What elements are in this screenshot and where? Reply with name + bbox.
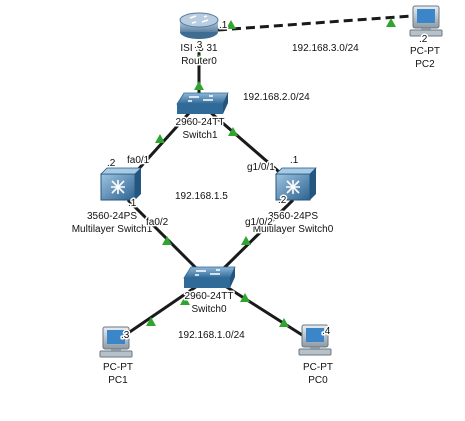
device-pc0[interactable]: PC-PT PC0 — [298, 324, 335, 388]
mls1-sub-ip-label: .1 — [128, 198, 137, 209]
switch0-model-label: 2960-24TT — [185, 291, 234, 302]
pc0-name-label: PC0 — [308, 375, 328, 386]
pc-icon — [298, 324, 332, 356]
mls1-model-label: 3560-24PS — [87, 211, 137, 222]
mls0-vlan-ip-label: .1 — [290, 155, 299, 166]
link-up-indicator — [155, 134, 165, 143]
link-up-indicator — [241, 236, 251, 245]
device-router0[interactable]: ISI .3 31 Router0 — [179, 12, 220, 69]
pc-icon — [99, 326, 133, 358]
mls0-g101-label: g1/0/1 — [247, 162, 275, 173]
pc1-name-label: PC1 — [108, 375, 128, 386]
interface-labels: .1 .3 .2 fa0/1 .2 fa0/2 .1 g1/0/1 .1 g1/… — [106, 19, 430, 343]
router0-pc2-ip-label: .1 — [219, 20, 228, 31]
switch0-name-label: Switch0 — [191, 304, 226, 315]
link-switch0-pc1[interactable] — [117, 282, 201, 342]
device-pc1[interactable]: PC-PT PC1 — [99, 326, 135, 388]
pc0-model-label: PC-PT — [303, 362, 333, 373]
pc0-ip-label: .4 — [322, 326, 331, 337]
router0-model-label: ISI .3 31 — [180, 43, 218, 54]
link-up-indicator — [194, 54, 204, 63]
pc-icon — [409, 5, 443, 37]
link-up-indicator — [240, 293, 250, 302]
device-switch0[interactable]: 2960-24TT Switch0 — [183, 266, 236, 317]
multilayer-switch-icon — [100, 167, 142, 201]
mls0-g102-label: g1/0/2 — [245, 217, 273, 228]
link-up-indicator — [279, 318, 289, 327]
network-middle-label: 192.168.1.5 — [175, 191, 228, 202]
mls0-model-label: 3560-24PS — [268, 211, 318, 222]
link-up-indicator — [386, 18, 396, 27]
link-up-indicator — [180, 296, 190, 305]
mls1-name-label: Multilayer Switch1 — [72, 224, 153, 235]
router0-name-label: Router0 — [181, 56, 217, 67]
device-mls1[interactable]: 3560-24PS Multilayer Switch1 — [70, 167, 154, 237]
mls1-vlan-ip-label: .2 — [107, 158, 116, 169]
mls1-fa01-label: fa0/1 — [127, 155, 150, 166]
link-up-indicator — [162, 236, 172, 245]
pc2-name-label: PC2 — [415, 59, 435, 70]
links-layer — [117, 14, 413, 342]
switch-icon — [183, 266, 236, 288]
device-pc2[interactable]: PC-PT PC2 — [409, 5, 443, 72]
link-mls0-switch0[interactable] — [218, 198, 295, 274]
link-up-indicator — [146, 317, 156, 326]
multilayer-switch-icon — [275, 167, 317, 201]
link-status-layer — [146, 18, 396, 327]
switch1-model-label: 2960-24TT — [176, 117, 225, 128]
pc2-model-label: PC-PT — [410, 46, 440, 57]
network-labels: 192.168.3.0/24 192.168.2.0/24 192.168.1.… — [174, 42, 361, 343]
link-switch0-pc0[interactable] — [221, 282, 311, 342]
pc1-model-label: PC-PT — [103, 362, 133, 373]
mls0-name-label: Multilayer Switch0 — [253, 224, 334, 235]
mls1-fa02-label: fa0/2 — [146, 217, 169, 228]
pc1-ip-label: .3 — [121, 330, 130, 341]
router-icon — [179, 12, 219, 39]
network-wan-label: 192.168.3.0/24 — [292, 43, 359, 54]
link-up-indicator — [226, 20, 236, 29]
mls0-sub-ip-label: .2 — [278, 195, 287, 206]
switch1-name-label: Switch1 — [182, 130, 217, 141]
link-up-indicator — [228, 127, 238, 136]
network-upper-label: 192.168.2.0/24 — [243, 92, 310, 103]
link-router0-pc2[interactable] — [217, 14, 413, 32]
router0-switch1-ip-label: .3 — [194, 40, 203, 51]
pc2-ip-label: .2 — [419, 34, 428, 45]
link-mls1-switch0[interactable] — [126, 198, 202, 274]
device-switch1[interactable]: 2960-24TT Switch1 — [174, 92, 229, 143]
network-lan-label: 192.168.1.0/24 — [178, 330, 245, 341]
device-mls0[interactable]: 3560-24PS Multilayer Switch0 — [251, 167, 335, 237]
switch-icon — [176, 92, 229, 114]
link-up-indicator — [194, 81, 204, 90]
